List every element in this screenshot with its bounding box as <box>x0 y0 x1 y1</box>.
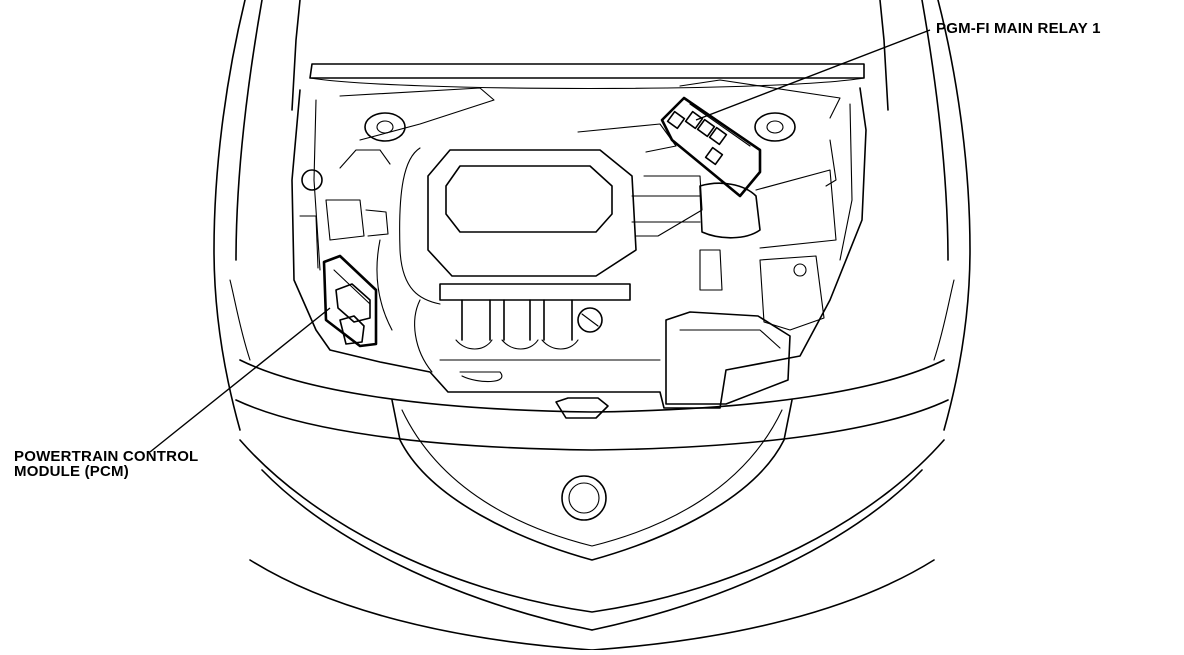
pcm-callout-label: POWERTRAIN CONTROL MODULE (PCM) <box>14 449 198 479</box>
intake-manifold <box>399 123 703 305</box>
relay-box <box>660 96 762 198</box>
pcm-callout-line-1: POWERTRAIN CONTROL <box>14 448 199 465</box>
relay-callout-label: PGM-FI MAIN RELAY 1 <box>936 20 1101 37</box>
grille <box>391 399 793 561</box>
left-side-components <box>299 149 393 331</box>
pcm-callout-line-2: MODULE (PCM) <box>14 463 129 480</box>
radiator-cap <box>555 397 609 419</box>
front-bumper <box>235 359 949 651</box>
hood-lid <box>291 0 889 111</box>
air-intake <box>699 169 837 331</box>
battery-area <box>665 311 791 405</box>
relay-leader-line <box>695 29 931 121</box>
pcm-module <box>322 254 378 348</box>
pcm-leader-line <box>149 307 331 453</box>
engine-bay-boundary <box>291 87 867 409</box>
coil-packs <box>414 283 661 383</box>
strut-towers <box>301 79 841 191</box>
